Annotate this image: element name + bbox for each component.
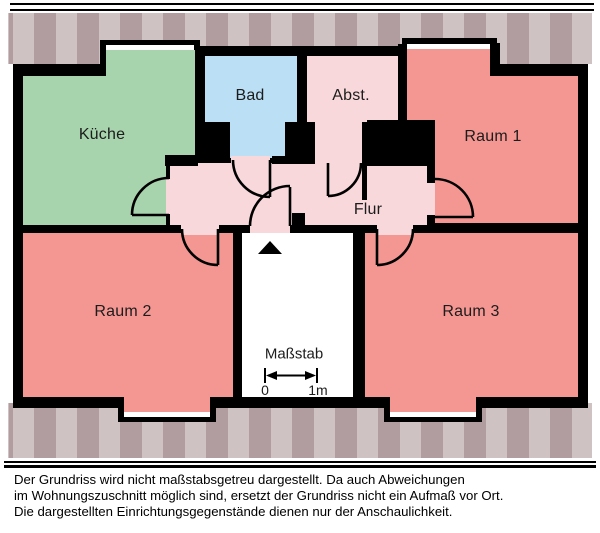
- kueche-window: [106, 45, 194, 50]
- room-abst-area: [307, 56, 398, 122]
- room-abst-area-lower: [315, 122, 362, 163]
- wall-horizontal-band: [13, 225, 588, 233]
- disclaimer-line-3: Die dargestellten Einrichtungsgegenständ…: [14, 504, 453, 520]
- room-kueche-area-left: [23, 76, 107, 163]
- roof-hatching-bottom: [8, 403, 592, 458]
- raum3-window: [390, 412, 476, 417]
- wall-bad-lower-left: [198, 122, 230, 163]
- wall-bad-abst: [297, 46, 307, 143]
- room-bad-area-lower: [230, 122, 285, 158]
- wall-abst-raum1: [398, 44, 407, 120]
- raum1-window: [407, 44, 491, 49]
- wall-entrance-stub: [292, 213, 305, 225]
- wall-flur-raum1-lower: [427, 215, 435, 225]
- room-kueche-area-lower: [23, 163, 166, 227]
- disclaimer-line-2: im Wohnungszuschnitt möglich sind, erset…: [14, 488, 504, 504]
- wall-flur-corner-stub: [165, 155, 198, 166]
- scale-start-label: 0: [261, 382, 269, 398]
- room-label-bad: Bad: [235, 87, 265, 104]
- doorway-entrance: [250, 225, 290, 233]
- wall-flur-raum1-upper: [427, 163, 435, 183]
- staircase-area: [242, 233, 353, 397]
- wall-abst-right-block: [367, 120, 435, 166]
- room-bad-area: [205, 56, 297, 122]
- disclaimer-line-1: Der Grundriss wird nicht maßstabsgetreu …: [14, 472, 465, 487]
- bottom-border-line-2: [4, 465, 596, 468]
- scale-title: Maßstab: [264, 345, 324, 363]
- wall-abst-door-stub: [362, 154, 367, 200]
- wall-raum1-step: [490, 43, 500, 76]
- wall-flur-top-stub: [272, 156, 315, 164]
- room-kueche-area-dormer: [106, 50, 195, 163]
- doorway-bad: [231, 156, 270, 164]
- wall-bad-left: [195, 50, 205, 163]
- room-label-kueche: Küche: [78, 126, 126, 143]
- room-label-raum2: Raum 2: [94, 303, 152, 320]
- room-label-raum1: Raum 1: [464, 128, 522, 145]
- doorway-raum1: [426, 183, 435, 215]
- room-label-flur: Flur: [353, 201, 383, 218]
- raum2-window: [124, 412, 210, 417]
- top-border-line-1: [10, 3, 594, 5]
- raum3-dormer-floor: [390, 397, 476, 412]
- bottom-border-line-1: [4, 461, 596, 463]
- room-label-abst: Abst.: [332, 87, 370, 104]
- disclaimer-text: Der Grundriss wird nicht maßstabsgetreu …: [14, 472, 574, 521]
- doorway-kueche: [166, 179, 172, 214]
- doorway-raum3: [377, 225, 413, 235]
- raum2-dormer-floor: [124, 397, 210, 412]
- doorway-raum2: [181, 225, 219, 235]
- scale-end-label: 1m: [308, 382, 328, 398]
- room-label-raum3: Raum 3: [442, 303, 500, 320]
- top-border-line-2: [10, 9, 594, 11]
- room-raum1-area: [435, 76, 578, 223]
